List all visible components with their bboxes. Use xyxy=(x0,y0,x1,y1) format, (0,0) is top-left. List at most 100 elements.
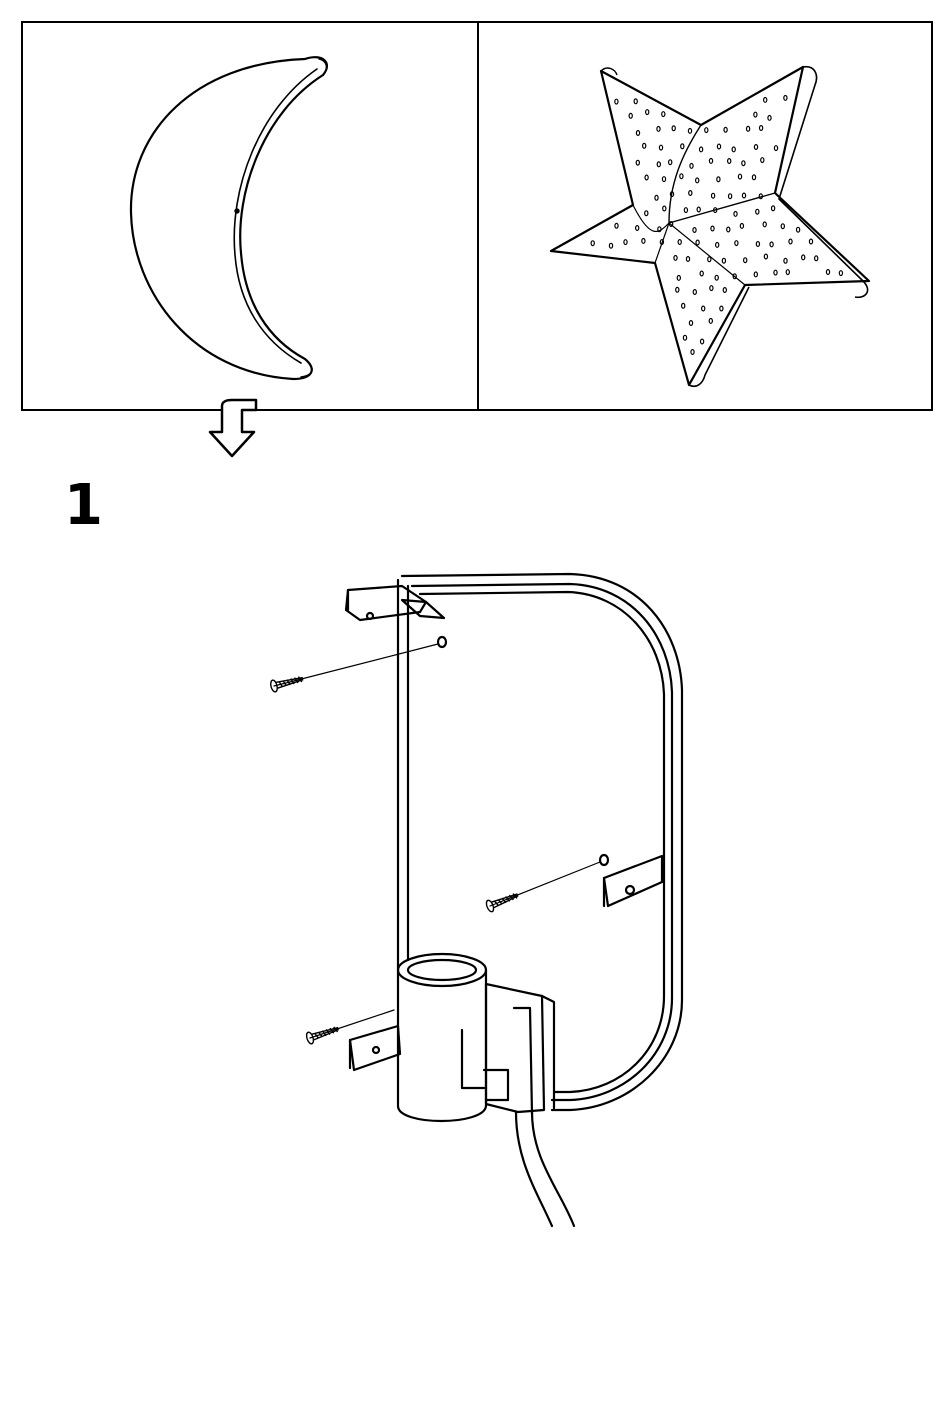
star-dot xyxy=(702,306,705,311)
star-dot xyxy=(697,207,700,212)
star-dot xyxy=(662,177,665,182)
star-dot xyxy=(742,193,745,198)
star-shade-icon xyxy=(479,23,931,409)
star-dot xyxy=(770,242,773,247)
star-dot xyxy=(789,239,792,244)
star-dot xyxy=(636,226,639,231)
star-dot xyxy=(764,254,767,259)
assembly-diagram xyxy=(230,560,700,1240)
star-dot xyxy=(705,128,708,133)
star-dot xyxy=(722,258,725,263)
lamp-socket-icon xyxy=(398,954,508,1121)
star-dot xyxy=(740,224,743,229)
star-dot xyxy=(683,335,686,340)
star-dot xyxy=(646,110,649,115)
star-dot xyxy=(717,144,720,149)
star-dot xyxy=(624,240,627,245)
star-dot xyxy=(643,143,646,148)
star-dot xyxy=(655,195,658,200)
star-dot xyxy=(659,145,662,150)
star-dot xyxy=(774,146,777,151)
star-dot xyxy=(784,258,787,263)
star-dot xyxy=(645,175,648,180)
star-dot xyxy=(674,256,677,261)
star-dot xyxy=(701,339,704,344)
star-dot xyxy=(717,177,720,182)
star-dot xyxy=(764,98,767,103)
star-dot xyxy=(691,350,694,355)
star-dot xyxy=(700,147,703,152)
star-dot xyxy=(815,256,818,261)
star-dot xyxy=(677,276,680,281)
arrow-down-icon xyxy=(206,396,266,462)
star-dot xyxy=(715,275,718,280)
star-dot xyxy=(615,223,618,228)
star-dot xyxy=(711,226,714,231)
star-dot xyxy=(735,241,738,246)
star-dot xyxy=(689,191,692,196)
star-dot xyxy=(710,286,713,291)
star-dot xyxy=(696,178,699,183)
star-dot xyxy=(682,303,685,308)
star-dot xyxy=(724,127,727,132)
star-dot xyxy=(768,116,771,121)
star-dot xyxy=(615,99,618,104)
star-dot xyxy=(676,287,679,292)
star-dot xyxy=(839,271,842,276)
star-dot xyxy=(744,258,747,263)
star-dot xyxy=(663,206,666,211)
star-dot xyxy=(669,160,672,165)
star-dot xyxy=(761,158,764,163)
moon-shade-icon xyxy=(23,23,477,409)
step-number: 1 xyxy=(64,478,103,534)
star-dot xyxy=(609,243,612,248)
star-dot xyxy=(700,271,703,276)
star-dot xyxy=(747,126,750,131)
star-dot xyxy=(826,270,829,275)
star-dot xyxy=(686,257,689,262)
star-dot xyxy=(642,239,645,244)
star-dot xyxy=(784,96,787,101)
moon-panel xyxy=(23,23,477,409)
star-dot xyxy=(657,127,660,132)
star-dot xyxy=(772,206,775,211)
star-dot xyxy=(809,239,812,244)
star-dot xyxy=(709,159,712,164)
star-dot xyxy=(760,126,763,131)
star-dot xyxy=(709,319,712,324)
star-dot xyxy=(696,240,699,245)
star-dot xyxy=(712,193,715,198)
star-dot xyxy=(690,164,693,169)
star-dot xyxy=(708,257,711,262)
star-dot xyxy=(742,161,745,166)
star-dot xyxy=(684,208,687,213)
star-dot xyxy=(716,243,719,248)
star-dot xyxy=(636,160,639,165)
star-dot xyxy=(756,209,759,214)
star-dot xyxy=(723,288,726,293)
star-dot xyxy=(774,270,777,275)
star-dot xyxy=(629,113,632,118)
star-dot xyxy=(672,126,675,131)
star-dot xyxy=(754,112,757,117)
star-dot xyxy=(786,270,789,275)
star-dot xyxy=(734,212,737,217)
star-dot xyxy=(634,99,637,104)
star-dot xyxy=(754,272,757,277)
star-dot xyxy=(636,131,639,136)
star-dot xyxy=(662,112,665,117)
star-dot xyxy=(681,144,684,149)
star-dot xyxy=(754,145,757,150)
star-dot xyxy=(720,306,723,311)
star-dot xyxy=(752,175,755,180)
star-dot xyxy=(645,211,648,216)
star-dot xyxy=(657,162,660,167)
star-dot xyxy=(781,224,784,229)
star-dot xyxy=(678,240,681,245)
star-dot xyxy=(729,194,732,199)
star-dot xyxy=(689,321,692,326)
star-dot xyxy=(591,241,594,246)
star-dot xyxy=(738,174,741,179)
star-dot xyxy=(763,222,766,227)
star-dot xyxy=(693,228,696,233)
